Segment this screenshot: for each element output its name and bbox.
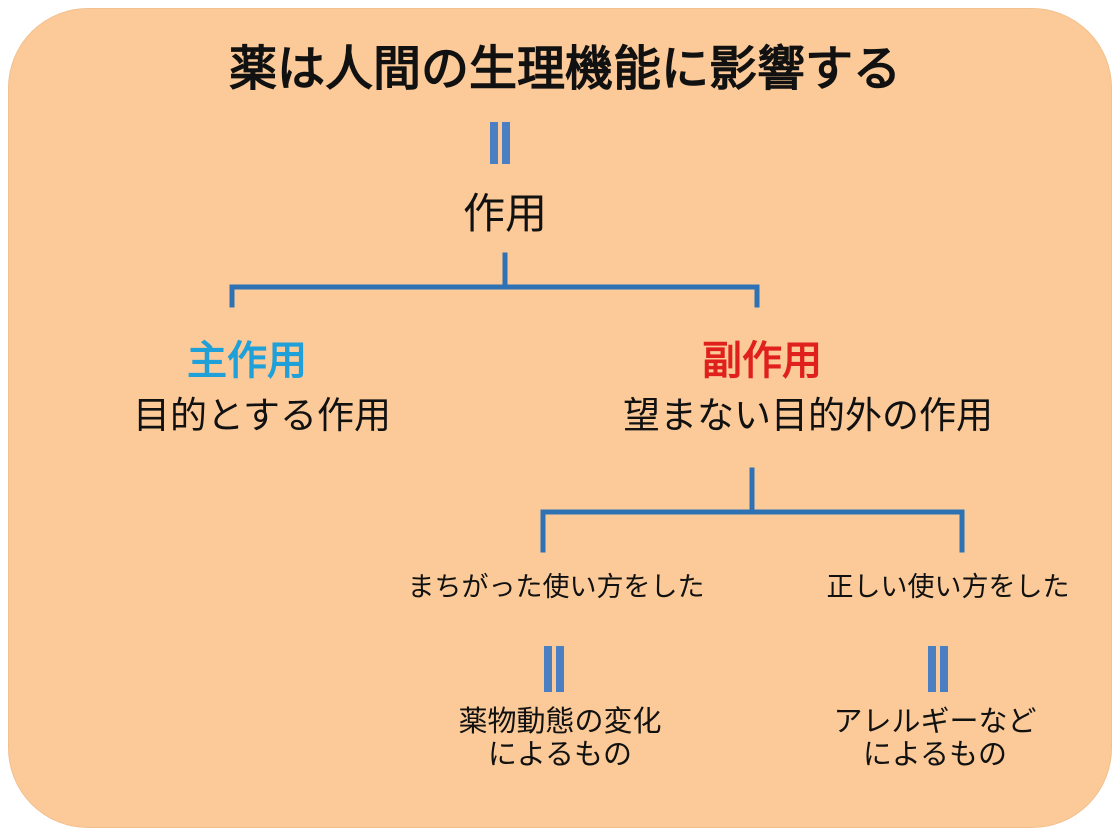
proper-use-result-line2: によるもの xyxy=(862,737,1008,772)
misuse-result-line1: 薬物動態の変化 xyxy=(458,704,662,738)
connector-side-split xyxy=(540,467,965,553)
diagram-title: 薬は人間の生理機能に影響する xyxy=(228,41,902,97)
misuse-result: 薬物動態の変化 によるもの xyxy=(458,704,662,772)
equals-icon xyxy=(544,646,564,692)
side-effect-desc: 望まない目的外の作用 xyxy=(623,394,993,437)
main-effect-desc: 目的とする作用 xyxy=(133,394,391,437)
misuse-result-line2: によるもの xyxy=(487,737,633,772)
main-effect-label: 主作用 xyxy=(187,338,307,384)
proper-use-condition: 正しい使い方をした xyxy=(826,572,1070,603)
connector-action-split xyxy=(229,252,760,308)
proper-use-result: アレルギーなど によるもの xyxy=(833,704,1037,772)
proper-use-result-line1: アレルギーなど xyxy=(833,704,1037,738)
equals-icon xyxy=(490,122,510,164)
misuse-condition: まちがった使い方をした xyxy=(407,572,705,603)
equals-icon xyxy=(928,646,948,692)
action-label: 作用 xyxy=(462,189,548,238)
side-effect-label: 副作用 xyxy=(702,338,822,384)
